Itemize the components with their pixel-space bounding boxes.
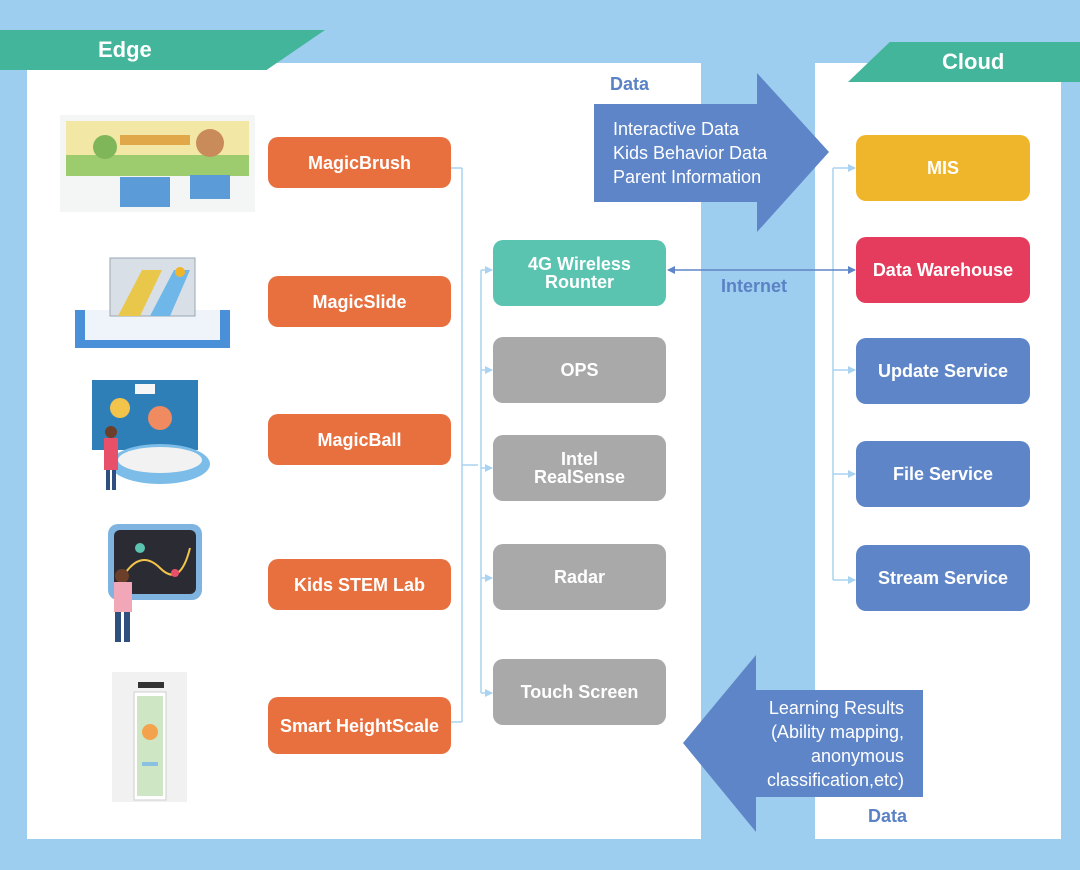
device-label: MagicBrush: [307, 152, 412, 173]
kids-stem-lab-image: [108, 524, 202, 642]
upload-line-1: Interactive Data: [613, 119, 740, 139]
router-line-1: 4G Wireless: [528, 254, 631, 274]
device-smart-heightscale[interactable]: Smart HeightScale: [268, 697, 451, 754]
magicball-image: [92, 380, 210, 490]
device-kids-stem-lab[interactable]: Kids STEM Lab: [268, 559, 451, 610]
magicbrush-image: [60, 115, 255, 212]
device-label: Smart HeightScale: [279, 715, 440, 736]
edge-title: Edge: [98, 37, 152, 62]
cloud-service-data-warehouse[interactable]: Data Warehouse: [856, 237, 1030, 303]
hardware-line-1: Intel: [560, 449, 598, 469]
download-arrow-shape: [683, 655, 923, 832]
device-magicslide[interactable]: MagicSlide: [268, 276, 451, 327]
router-box[interactable]: 4G Wireless Rounter: [493, 240, 666, 306]
download-line-4: classification,etc): [766, 770, 904, 790]
cloud-service-update-service[interactable]: Update Service: [856, 338, 1030, 404]
router-line-2: Rounter: [545, 272, 614, 292]
cloud-service-mis[interactable]: MIS: [856, 135, 1030, 201]
cloud-banner: Cloud: [848, 42, 1080, 82]
hardware-intel-realsense[interactable]: Intel RealSense: [493, 435, 666, 501]
device-label: Kids STEM Lab: [293, 574, 425, 595]
hardware-line-1: Touch Screen: [520, 682, 639, 702]
upload-data-label: Data: [610, 74, 650, 94]
hardware-ops[interactable]: OPS: [493, 337, 666, 403]
cloud-service-label: Data Warehouse: [872, 260, 1014, 280]
device-magicbrush[interactable]: MagicBrush: [268, 137, 451, 188]
internet-label: Internet: [721, 276, 788, 296]
download-line-2: (Ability mapping,: [770, 722, 904, 742]
smart-heightscale-image: [112, 672, 187, 802]
download-line-3: anonymous: [810, 746, 904, 766]
device-label: MagicBall: [317, 429, 402, 450]
edge-banner: Edge: [0, 30, 325, 70]
hardware-line-1: Radar: [553, 567, 606, 587]
download-line-1: Learning Results: [768, 698, 904, 718]
upload-line-3: Parent Information: [613, 167, 762, 187]
cloud-service-label: File Service: [892, 464, 994, 484]
hardware-line-1: OPS: [560, 360, 599, 380]
upload-data-text: Interactive Data Kids Behavior Data Pare…: [613, 117, 767, 189]
hardware-radar[interactable]: Radar: [493, 544, 666, 610]
cloud-service-file-service[interactable]: File Service: [856, 441, 1030, 507]
cloud-service-label: Stream Service: [877, 568, 1009, 588]
cloud-service-label: MIS: [926, 158, 959, 178]
cloud-service-stream-service[interactable]: Stream Service: [856, 545, 1030, 611]
hardware-touch-screen[interactable]: Touch Screen: [493, 659, 666, 725]
cloud-service-label: Update Service: [877, 361, 1009, 381]
download-data-text: Learning Results (Ability mapping, anony…: [742, 696, 904, 792]
hardware-line-2: RealSense: [533, 467, 626, 487]
device-magicball[interactable]: MagicBall: [268, 414, 451, 465]
upload-line-2: Kids Behavior Data: [613, 143, 768, 163]
download-data-label: Data: [868, 806, 908, 826]
upload-arrow-shape: [594, 73, 829, 232]
cloud-title: Cloud: [942, 49, 1005, 74]
device-label: MagicSlide: [312, 291, 407, 312]
magicslide-image: [75, 257, 230, 348]
